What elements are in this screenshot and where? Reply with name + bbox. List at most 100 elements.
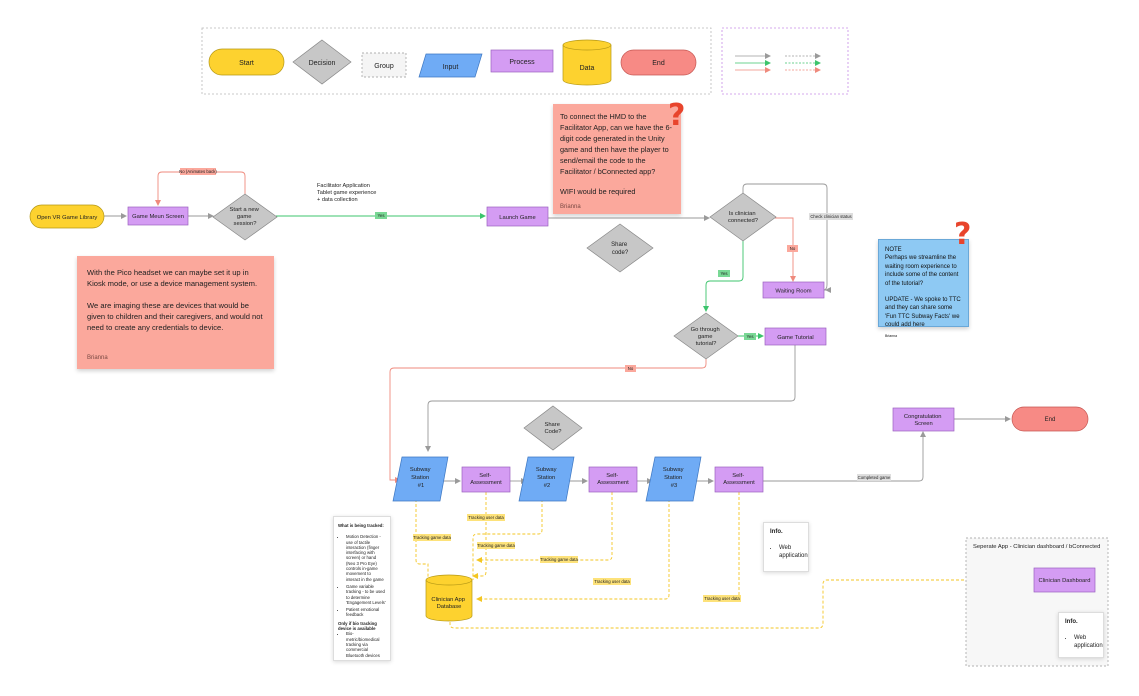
note-blue-p2: Perhaps we streamline the waiting room e… (885, 255, 959, 287)
self-assessment-3-node (714, 466, 764, 493)
subway-station-3-node (645, 456, 702, 502)
edge-yes-2-text: Yes (720, 271, 727, 276)
tracked-list: Motion Detection - use of tactile intera… (338, 534, 386, 617)
legend-end (620, 49, 697, 76)
legend-end-label: End (652, 60, 665, 67)
tracked-item: Bio-metric/biomedical tracking via comme… (346, 631, 386, 657)
congratulation-label: Congratulation Screen (904, 414, 943, 427)
game-menu-node (127, 206, 189, 226)
legend: Start Decision Group Input Process Data … (201, 27, 712, 95)
game-menu-label: Game Meun Screen (132, 214, 184, 220)
go-through-label: Go through game tutorial? (691, 327, 722, 347)
launch-game-label: Launch Game (499, 215, 535, 221)
open-vr-label: Open VR Game Library (37, 215, 98, 221)
note-hmd-author: Brianna (560, 204, 581, 210)
legend-decision-label: Decision (309, 60, 336, 67)
edge-check-status (809, 213, 853, 220)
game-tutorial-node (764, 327, 827, 346)
info-card-2-item: Web application (1074, 634, 1103, 650)
waiting-room-label: Waiting Room (775, 289, 811, 295)
is-clinician-decision (709, 192, 777, 242)
edge-tracking-game-2 (477, 542, 515, 549)
legend-input (418, 53, 483, 78)
edge-tracking-game-2-text: Tracking game data (477, 543, 515, 548)
note-hmd-p2: WIFI would be required (560, 187, 636, 196)
info-card-1: Info. Web application (763, 522, 809, 572)
start-new-decision (212, 193, 278, 241)
go-through-decision (673, 312, 739, 360)
subway-station-1-node (392, 456, 449, 502)
note-blue-p3: UPDATE - We spoke to TTC and they can sh… (885, 297, 961, 329)
clinician-db-label: Clinician App Database (431, 597, 466, 610)
edge-tracking-user-2-text: Tracking user data (594, 579, 630, 584)
tracked-panel: What is being tracked: Motion Detection … (333, 516, 391, 661)
subway-station-1-label: Subway Station #1 (410, 467, 432, 489)
legend-start-label: Start (239, 60, 254, 67)
tracked-title: What is being tracked: (338, 523, 384, 528)
subway-station-2-node (518, 456, 575, 502)
note-blue-author: Brianna (885, 333, 898, 338)
legend-process (490, 49, 554, 73)
edge-labels: No (Animates back) Yes No Yes Yes No Che… (179, 168, 891, 602)
self-assessment-2-label: Self- Assessment (597, 473, 629, 486)
edge-yes-3 (744, 333, 756, 340)
legend-data-label: Data (580, 65, 595, 72)
edge-tracking-user-3 (703, 595, 741, 602)
edge-completed-game (857, 474, 891, 481)
self-assessment-1-node (461, 466, 511, 493)
edge-yes-2 (718, 270, 730, 277)
question-mark-icon-2: ? (954, 217, 972, 252)
self-assessment-3-label: Self- Assessment (723, 473, 755, 486)
clinician-dashboard-label: Clinician Dashboard (1039, 578, 1091, 584)
facilitator-line-3: + data collection (317, 197, 358, 203)
subway-station-2-label: Subway Station #2 (536, 467, 558, 489)
note-pico: With the Pico headset we can maybe set i… (77, 256, 274, 369)
edge-check-status-text: Check clinician status (810, 214, 851, 219)
legend-group (361, 52, 407, 78)
legend-process-label: Process (509, 59, 535, 66)
edge-no-2-text: No (628, 366, 634, 371)
facilitator-description: Facilitator Application Tablet game expe… (317, 183, 376, 204)
separate-app-label: Seperate App - Clinician dashboard / bCo… (973, 544, 1100, 550)
edge-tracking-user-3-text: Tracking user data (704, 596, 740, 601)
share-code-decision-1 (586, 223, 654, 273)
waiting-room-node (762, 281, 825, 299)
info-card-1-title: Info. (770, 529, 783, 535)
legend-input-label: Input (443, 64, 459, 71)
edge-yes-3-text: Yes (746, 334, 753, 339)
note-pico-p1: With the Pico headset we can maybe set i… (87, 268, 258, 288)
legend-data (562, 39, 612, 86)
edge-no-1-text: No (790, 246, 796, 251)
note-blue: NOTE Perhaps we streamline the waiting r… (878, 239, 969, 338)
edge-no-animates (180, 168, 216, 175)
connector-legend (721, 27, 849, 95)
self-assessment-1-label: Self- Assessment (470, 473, 502, 486)
info-card-1-item: Web application (779, 544, 808, 560)
edge-completed-game-text: Completed game (858, 475, 891, 480)
start-new-label: Start a new game session? (230, 207, 261, 227)
edge-tracking-user-1 (467, 514, 505, 521)
end-label: End (1045, 417, 1056, 423)
edge-tracking-game-3-text: Tracking game data (540, 557, 578, 562)
edge-tracking-game-1 (413, 534, 451, 541)
note-pico-author: Brianna (87, 355, 108, 361)
note-pico-p2: We are imaging these are devices that wo… (87, 301, 263, 332)
legend-start (208, 48, 285, 76)
edge-yes-1 (375, 212, 387, 219)
data-connectors (415, 492, 1034, 629)
share-code-label-2: Share Code? (544, 422, 562, 435)
is-clinician-label: Is clinician connected? (728, 211, 759, 224)
question-mark-icon: ? (668, 98, 686, 133)
facilitator-line-1: Facilitator Application (317, 183, 370, 189)
clinician-dashboard-node (1033, 567, 1096, 593)
launch-game-node (486, 206, 549, 227)
open-vr-node (29, 204, 105, 229)
tracked-item: Motion Detection - use of tactile intera… (346, 534, 386, 582)
edge-no-2 (625, 365, 636, 372)
edge-no-animates-text: No (Animates back) (179, 169, 217, 174)
share-code-decision-2 (523, 405, 583, 451)
tracked-item: Game variable tracking - to be used to d… (346, 584, 386, 605)
subway-station-3-label: Subway Station #3 (663, 467, 685, 489)
edge-tracking-user-2 (593, 578, 631, 585)
edge-tracking-game-1-text: Tracking game data (413, 535, 451, 540)
